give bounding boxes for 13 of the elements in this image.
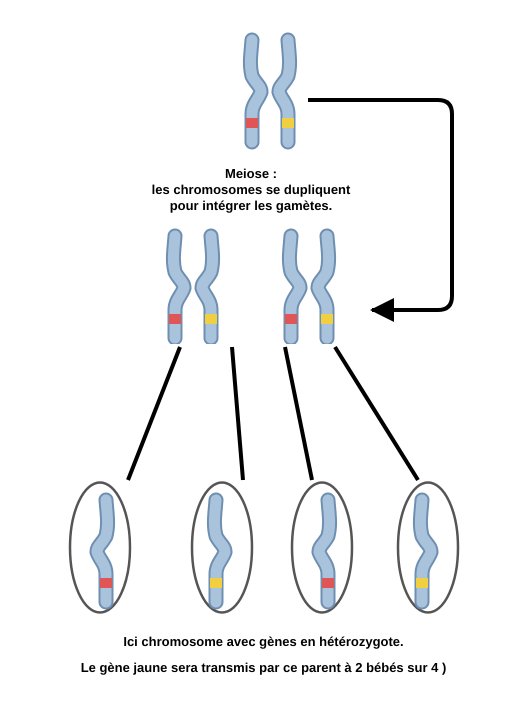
line [126, 346, 182, 481]
arrow [308, 98, 454, 322]
description: les chromosomes se dupliquent pour intégrer les gamètes. [150, 182, 352, 214]
heading: Meiose : [224, 165, 277, 182]
gamete-drawing [68, 480, 132, 615]
gamete-drawing [396, 480, 460, 615]
line [333, 346, 420, 482]
gamete-drawing [290, 480, 354, 615]
line [230, 346, 245, 480]
gamete-drawing [190, 480, 254, 615]
note: Le gène jaune sera transmis par ce parent à 2 bébés sur 4 ) [80, 658, 446, 677]
line [283, 346, 314, 480]
note: Ici chromosome avec gènes en hétérozygote. [123, 633, 404, 651]
